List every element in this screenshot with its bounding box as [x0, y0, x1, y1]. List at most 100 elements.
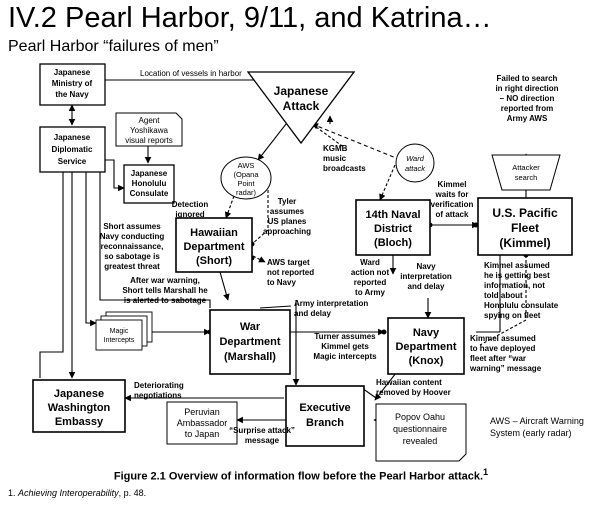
node-aws-line: Point	[237, 179, 255, 188]
label-after-warning: Short tells Marshall he	[122, 286, 208, 295]
node-popov-line: revealed	[403, 436, 438, 446]
node-war-dept-line: (Marshall)	[224, 351, 276, 363]
node-magic-line: Intercepts	[104, 337, 135, 344]
label-kimmel-waits: verification	[431, 200, 474, 209]
label-kimmel-best: he is getting best	[484, 271, 550, 280]
node-pacific-fleet-line: (Kimmel)	[499, 236, 550, 250]
node-war-dept: War Department (Marshall)	[209, 309, 291, 375]
node-aws-line: (Opana	[233, 170, 259, 179]
node-embassy-line: Washington	[48, 402, 111, 414]
label-tyler: Tyler	[278, 197, 297, 206]
label-failed-search: in right direction	[495, 84, 558, 93]
node-popov-line: Popov Oahu	[395, 412, 445, 422]
label-army-interp: Army interpretation	[294, 299, 368, 308]
node-magic: Magic Intercepts	[95, 311, 153, 351]
node-attack-line: Attack	[283, 99, 320, 113]
label-detection: ignored	[175, 210, 204, 219]
slide-title: IV.2 Pearl Harbor, 9/11, and Katrina…	[8, 2, 492, 34]
label-kgmb: music	[323, 154, 347, 163]
node-embassy-line: Japanese	[54, 388, 104, 400]
node-pacific-fleet-line: Fleet	[511, 221, 539, 235]
node-naval-district-line: District	[374, 223, 412, 235]
label-ward-action: reported	[354, 278, 387, 287]
node-ward-line: Ward	[406, 154, 425, 163]
label-turner: Magic intercepts	[313, 352, 377, 361]
label-aws-target: to Navy	[267, 278, 296, 287]
label-turner: Turner assumes	[314, 332, 376, 341]
label-hawaiian-content: removed by Hoover	[376, 388, 451, 397]
label-turner: Kimmel gets	[321, 342, 369, 351]
label-kimmel-deployed: warning” message	[469, 364, 542, 373]
node-pacific-fleet-line: U.S. Pacific	[492, 206, 558, 220]
node-attack-line: Japanese	[274, 84, 329, 98]
node-attack: Japanese Attack	[246, 71, 356, 145]
label-short-assumes: Navy conducting	[100, 232, 165, 241]
label-kimmel-deployed: to have deployed	[470, 344, 535, 353]
label-kimmel-best: told about	[484, 291, 523, 300]
label-aws-target: not reported	[267, 268, 314, 277]
label-failed-search: Army AWS	[507, 114, 548, 123]
label-kimmel-best: information, not	[484, 281, 545, 290]
node-ward: Ward attack	[395, 143, 435, 183]
label-tyler: US planes	[268, 217, 307, 226]
node-diplomatic-line: Diplomatic	[52, 145, 93, 154]
node-executive: Executive Branch	[285, 385, 365, 447]
node-embassy-line: Embassy	[55, 416, 104, 428]
label-vessels: Location of vessels in harbor	[140, 69, 242, 78]
node-diplomatic-line: Japanese	[54, 133, 91, 142]
label-ward-action: action not	[351, 268, 390, 277]
node-aws-line: AWS	[238, 161, 255, 170]
node-popov-line: questionnaire	[393, 424, 447, 434]
label-kimmel-deployed: Kimmel assumed	[470, 334, 536, 343]
label-kimmel-waits: of attack	[436, 210, 469, 219]
label-kgmb: broadcasts	[323, 164, 366, 173]
label-after-warning: is alerted to sabotage	[124, 296, 207, 305]
node-peruvian-line: to Japan	[185, 429, 220, 439]
node-consulate-line: Consulate	[130, 189, 169, 198]
slide-subtitle: Pearl Harbor “failures of men”	[8, 38, 219, 55]
node-consulate-line: Japanese	[131, 169, 168, 178]
label-navy-interp: Navy	[416, 262, 436, 271]
node-pacific-fleet: U.S. Pacific Fleet (Kimmel)	[477, 197, 573, 256]
node-hawaiian-dept-line: Hawaiian	[190, 227, 238, 239]
label-army-interp: and delay	[294, 309, 331, 318]
label-kimmel-waits: Kimmel	[438, 180, 467, 189]
node-consulate: Japanese Honolulu Consulate	[123, 164, 175, 204]
node-embassy: Japanese Washington Embassy	[32, 379, 126, 433]
label-kimmel-best: Kimmel assumed	[484, 261, 550, 270]
node-executive-line: Branch	[306, 417, 344, 429]
node-hawaiian-dept-line: Department	[183, 241, 244, 253]
label-kimmel-best: spying on fleet	[484, 311, 541, 320]
figure-caption-text: Figure 2.1 Overview of information flow …	[113, 470, 484, 483]
label-kimmel-deployed: fleet after “war	[470, 354, 526, 363]
node-diplomatic: Japanese Diplomatic Service	[39, 126, 106, 173]
node-agent-line: Agent	[139, 116, 161, 125]
label-failed-search: – NO direction	[500, 94, 555, 103]
node-ministry: Japanese Ministry of the Navy	[39, 63, 106, 106]
label-short-assumes: Short assumes	[103, 222, 161, 231]
node-navy-dept-line: Navy	[413, 327, 440, 339]
label-kimmel-waits: waits for	[435, 190, 469, 199]
node-aws: AWS (Opana Point radar)	[220, 156, 272, 200]
node-ministry-line: Ministry of	[52, 79, 93, 88]
node-ward-line: attack	[405, 164, 426, 173]
label-aws-target: AWS target	[267, 258, 310, 267]
label-ward-action: to Army	[355, 288, 385, 297]
label-deteriorating: negotiations	[134, 391, 182, 400]
label-surprise: message	[245, 436, 280, 445]
label-hawaiian-content: Hawaiian content	[376, 378, 442, 387]
node-peruvian: Peruvian Ambassador to Japan	[166, 401, 238, 445]
label-deteriorating: Deteriorating	[134, 381, 184, 390]
node-hawaiian-dept: Hawaiian Department (Short)	[175, 217, 253, 273]
node-agent: Agent Yoshikawa visual reports	[115, 112, 183, 147]
node-diplomatic-line: Service	[58, 157, 87, 166]
node-naval-district-line: (Bloch)	[374, 237, 412, 249]
label-kimmel-best: Honolulu consulate	[484, 301, 559, 310]
label-failed-search: Failed to search	[497, 74, 558, 83]
node-ministry-line: the Navy	[55, 90, 89, 99]
node-navy-dept: Navy Department (Knox)	[387, 317, 465, 375]
node-hawaiian-dept-line: (Short)	[196, 255, 232, 267]
label-aws-legend: AWS – Aircraft Warning	[490, 416, 584, 426]
figure-caption-sup: 1	[483, 467, 489, 477]
